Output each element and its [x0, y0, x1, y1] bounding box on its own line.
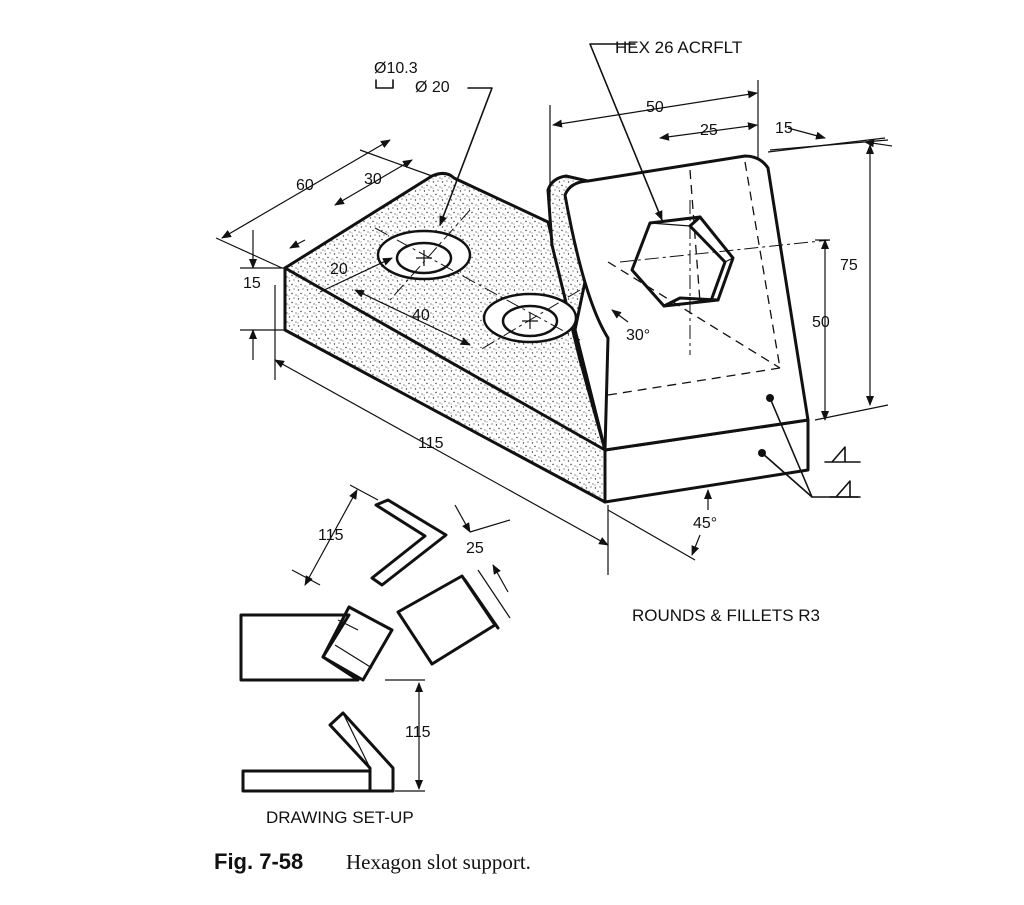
dim-20: 20 — [330, 261, 348, 278]
figure-title: Hexagon slot support. — [346, 850, 531, 874]
setup-label: DRAWING SET-UP — [266, 808, 414, 827]
dim-115-setup-1: 115 — [318, 527, 344, 544]
dim-115-setup-2: 115 — [405, 724, 431, 741]
dim-15-top: 15 — [775, 120, 793, 137]
dim-75: 75 — [840, 257, 858, 274]
dim-50-top: 50 — [646, 99, 664, 116]
dim-30: 30 — [364, 171, 382, 188]
dim-40: 40 — [412, 307, 430, 324]
figure-number: Fig. 7-58 — [214, 849, 303, 874]
dim-60: 60 — [296, 177, 314, 194]
weld-symbols — [758, 394, 861, 498]
hole-small-callout: Ø10.3 — [374, 60, 418, 77]
dim-115-main: 115 — [418, 435, 444, 452]
dimension-lines — [215, 43, 893, 575]
setup-sketch — [239, 484, 511, 793]
dim-15-left: 15 — [243, 275, 261, 292]
angle-45: 45° — [693, 515, 717, 532]
dim-50-right: 50 — [812, 314, 830, 331]
hex-callout: HEX 26 ACRFLT — [615, 38, 742, 57]
center-lines — [374, 200, 831, 355]
hexagon-slot — [630, 215, 735, 308]
angle-30: 30° — [626, 327, 650, 344]
dim-25-setup: 25 — [466, 540, 484, 557]
labels: HEX 26 ACRFLT Ø10.3 Ø 20 60 30 15 20 40 … — [214, 38, 858, 874]
hole-cbore-callout: Ø 20 — [415, 79, 450, 96]
rounds-note: ROUNDS & FILLETS R3 — [632, 606, 820, 625]
hole-2 — [482, 292, 578, 344]
dim-25-top: 25 — [700, 122, 718, 139]
